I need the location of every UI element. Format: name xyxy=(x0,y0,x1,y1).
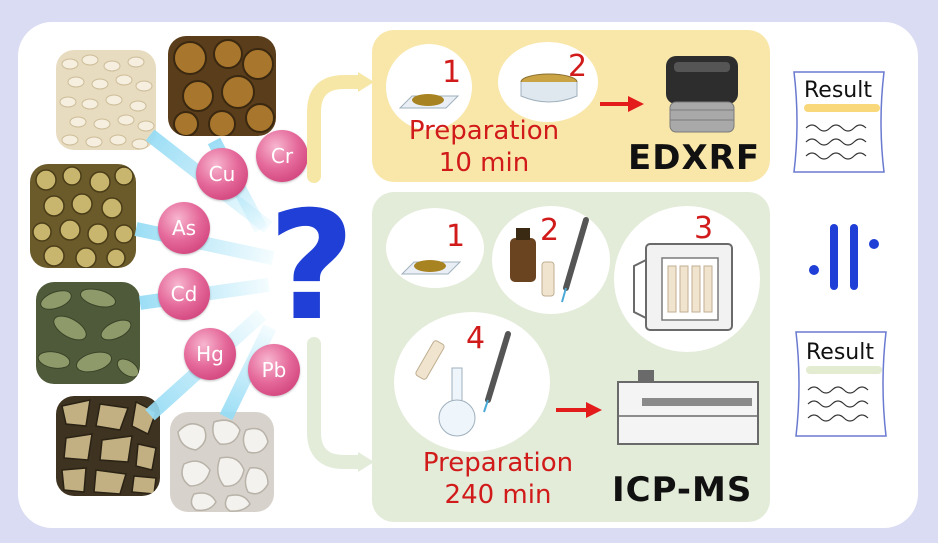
sample-photo-rice xyxy=(56,50,156,150)
sample-on-slide-icon-2 xyxy=(400,260,462,275)
icpms-method-label: ICP-MS xyxy=(612,470,753,510)
question-mark: ? xyxy=(268,180,356,354)
sample-photo-slices xyxy=(56,396,160,496)
icpms-result-label: Result xyxy=(806,340,874,365)
element-badge-as: As xyxy=(158,202,210,254)
edxrf-step-number-1: 1 xyxy=(442,55,462,90)
sample-cup-icon xyxy=(520,73,578,103)
digestion-oven-icon xyxy=(633,243,733,331)
equal-sign-icon xyxy=(809,224,879,290)
element-badge-cr: Cr xyxy=(256,130,308,182)
flow-arrow-edxrf xyxy=(307,72,374,183)
icpms-preparation-label: Preparation xyxy=(422,448,574,478)
icpms-step-number-4: 4 xyxy=(466,321,486,356)
icpms-preparation-time: 240 min xyxy=(444,480,552,510)
sample-photo-mineral xyxy=(170,412,274,512)
edxrf-step1-circle xyxy=(386,44,472,130)
flow-arrow-icpms xyxy=(307,337,374,472)
sample-on-slide-icon xyxy=(398,94,460,109)
sample-photo-roots xyxy=(168,36,276,136)
element-badge-cd: Cd xyxy=(158,268,210,320)
edxrf-instrument-icon xyxy=(666,56,738,133)
icpms-red-arrow xyxy=(556,402,602,418)
edxrf-red-arrow xyxy=(600,96,644,112)
sample-photo-buds xyxy=(30,164,136,268)
icpms-step-number-3: 3 xyxy=(694,211,714,246)
icpms-instrument-icon xyxy=(617,370,759,445)
edxrf-step-number-2: 2 xyxy=(568,49,588,84)
edxrf-method-label: EDXRF xyxy=(628,138,761,178)
element-badge-hg: Hg xyxy=(184,328,236,380)
sample-photo-leaves xyxy=(36,282,140,384)
edxrf-result-card: Result xyxy=(784,68,894,176)
element-badge-pb: Pb xyxy=(248,344,300,396)
acid-bottle-pipette-icon xyxy=(510,217,589,303)
icpms-result-card: Result xyxy=(786,328,896,440)
edxrf-preparation-label: Preparation xyxy=(408,116,560,146)
element-badge-cu: Cu xyxy=(196,148,248,200)
edxrf-preparation-time: 10 min xyxy=(438,148,530,178)
edxrf-result-label: Result xyxy=(804,78,872,103)
icpms-step-number-1: 1 xyxy=(446,219,466,254)
volumetric-flask-pipette-icon xyxy=(415,331,511,437)
icpms-step1-circle xyxy=(386,208,484,288)
icpms-step-number-2: 2 xyxy=(540,213,560,248)
